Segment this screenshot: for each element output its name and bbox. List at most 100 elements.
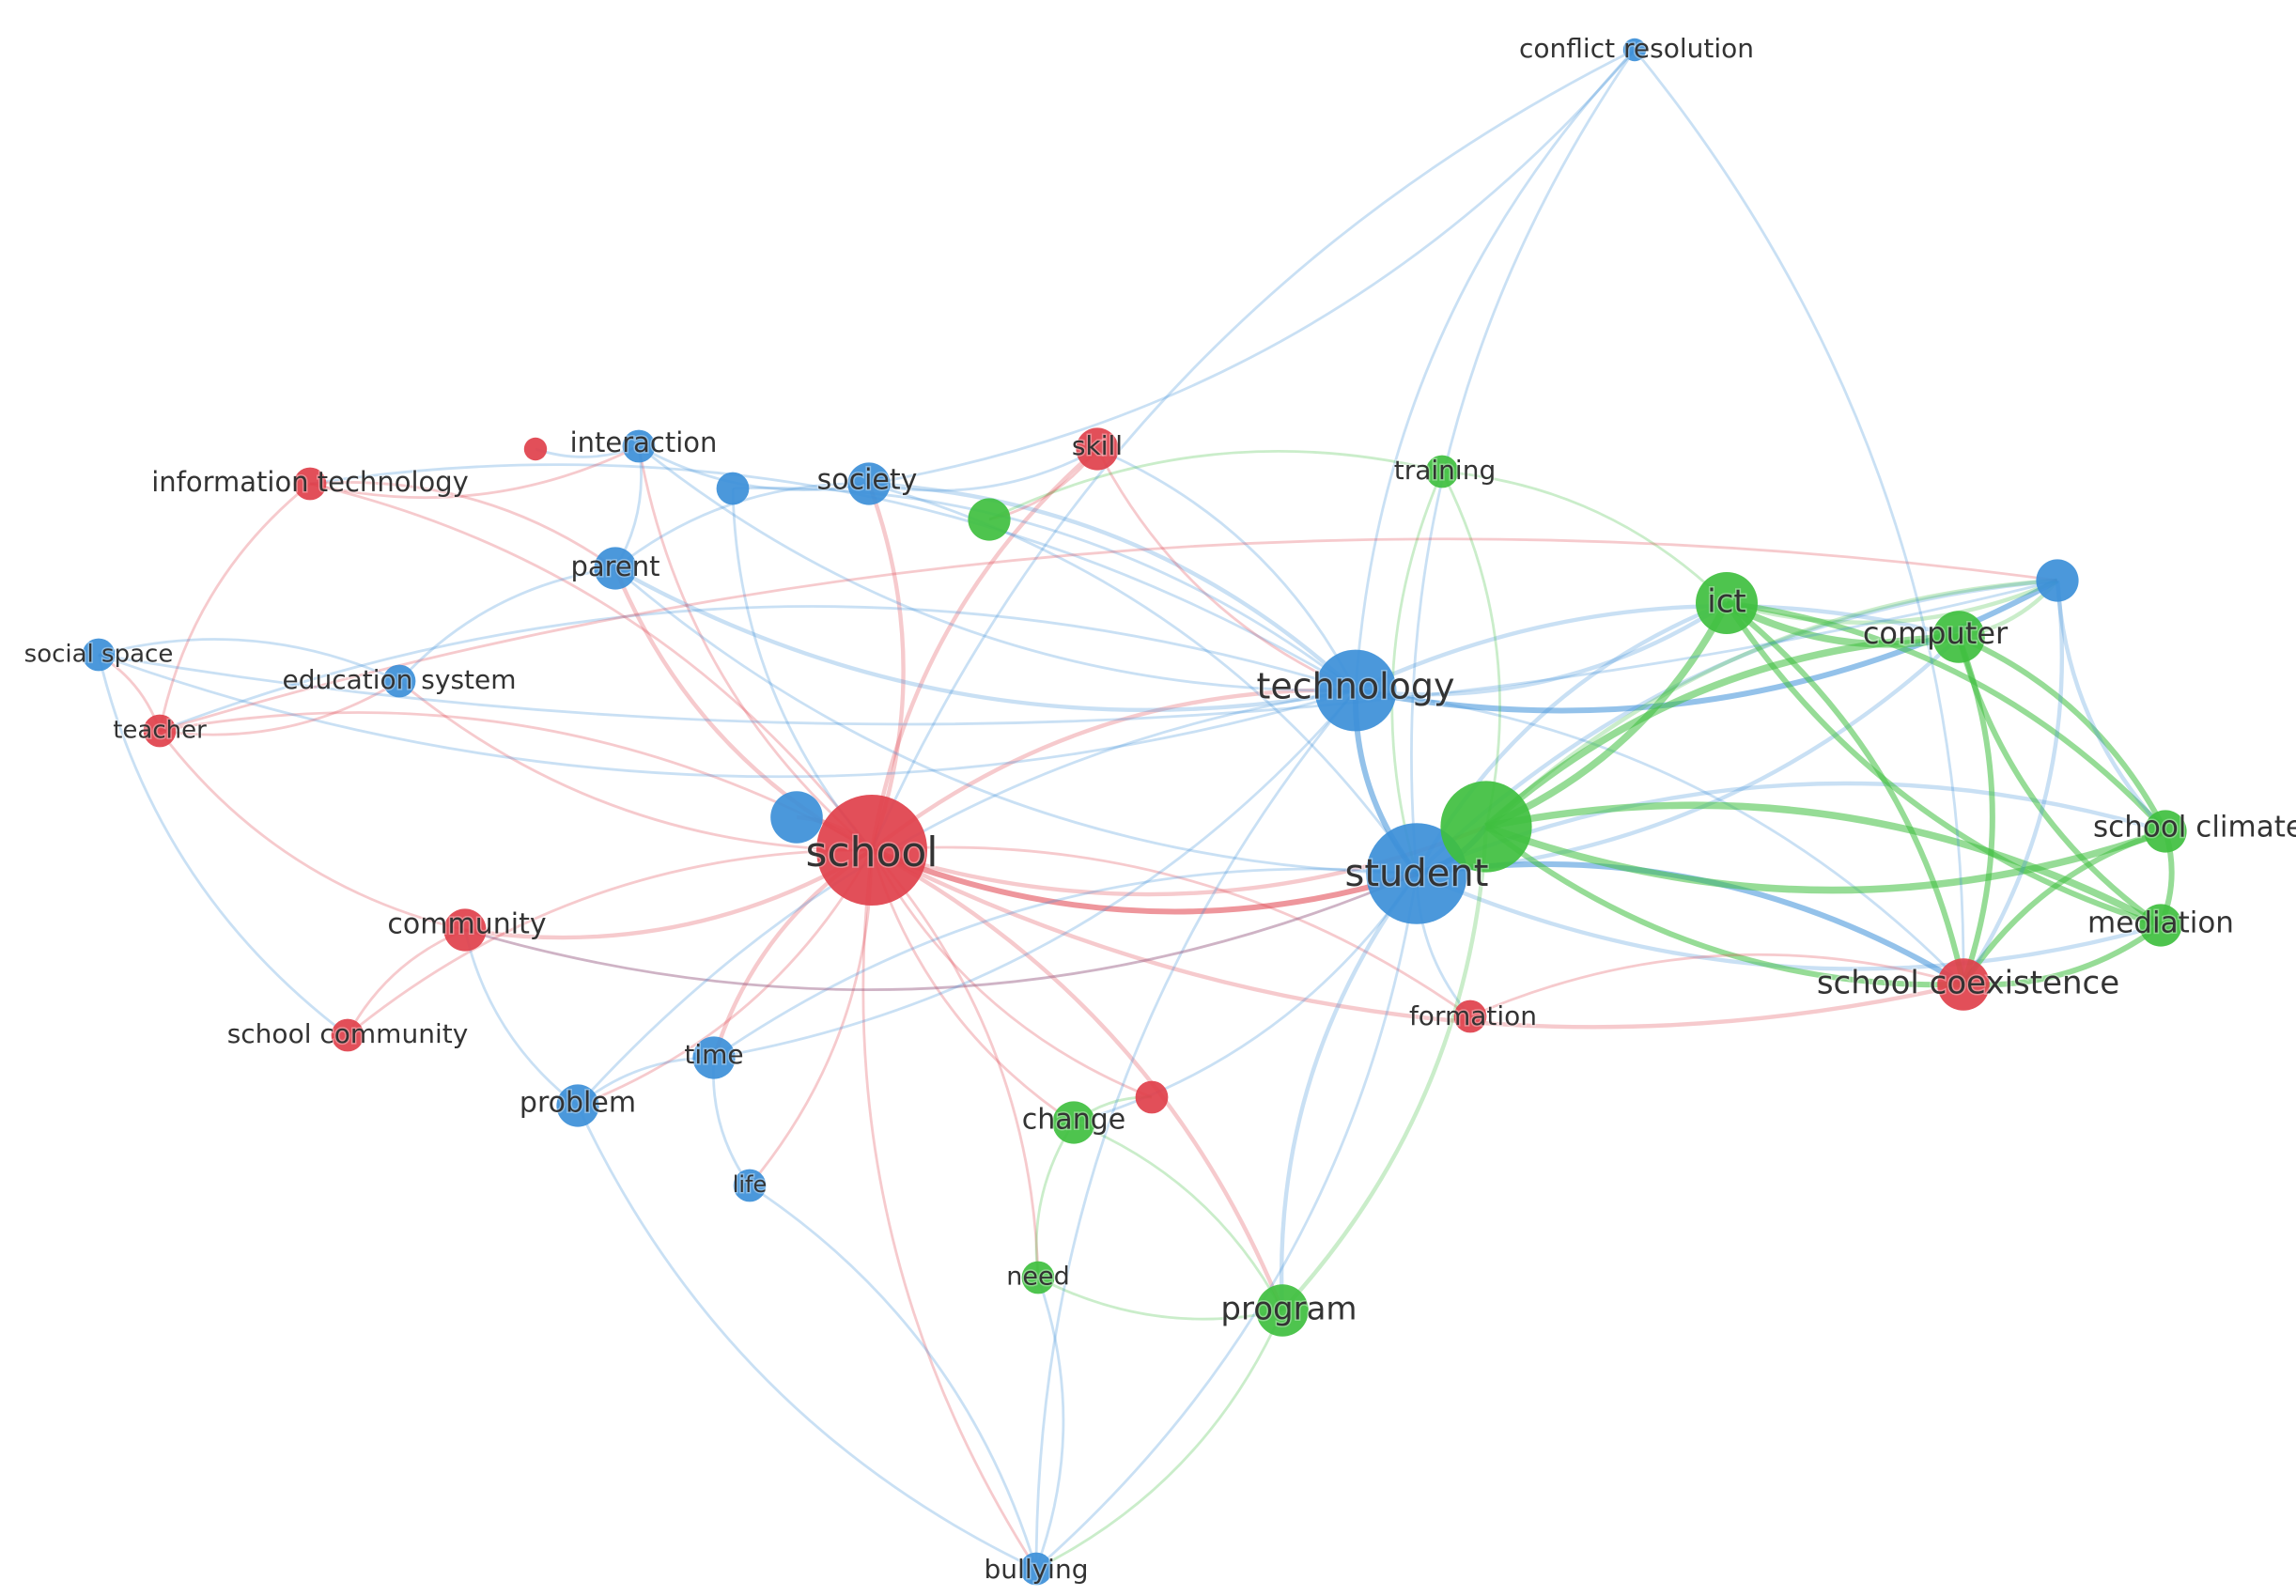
edge-technology-skill [1096, 447, 1357, 691]
edge-green-hub-ict [1484, 601, 1730, 830]
edge-school-teacher [159, 711, 873, 852]
node-training[interactable] [1425, 455, 1459, 488]
edge-change-need [1034, 1122, 1076, 1278]
node-society[interactable] [847, 462, 891, 505]
node-mediation[interactable] [2139, 904, 2182, 947]
edge-school-need [870, 849, 1040, 1278]
edge-technology-social-space [98, 653, 1357, 779]
node-computer[interactable] [1932, 611, 1985, 663]
edge-blue-right-school-climate [2055, 580, 2167, 833]
node-blue-top[interactable] [716, 472, 750, 505]
edge-conflict-resolution-society [868, 49, 1637, 486]
node-bullying[interactable] [1019, 1552, 1053, 1586]
edge-ict-school-climate [1726, 600, 2168, 834]
node-school-coexistence[interactable] [1937, 958, 1990, 1011]
label-interaction: interaction [570, 426, 718, 458]
edge-problem-community [463, 929, 579, 1108]
edge-computer-school-climate [1957, 634, 2168, 833]
node-time[interactable] [692, 1036, 736, 1079]
label-bullying: bullying [985, 1554, 1089, 1585]
edge-skill-technology [1095, 448, 1357, 692]
label-education-system: education system [282, 664, 516, 695]
edge-conflict-resolution-school-coexistence [1633, 49, 1965, 985]
edge-society-skill [868, 447, 1098, 492]
edge-bullying-technology [1034, 690, 1357, 1570]
edge-ict-school-coexistence [1725, 600, 1966, 985]
label-training: training [1394, 455, 1496, 486]
node-parent[interactable] [594, 547, 637, 590]
label-computer: computer [1863, 615, 2009, 651]
edge-education-system-parent [397, 566, 616, 682]
node-problem[interactable] [556, 1084, 599, 1127]
label-parent: parent [570, 550, 659, 582]
node-education-system[interactable] [382, 664, 416, 698]
node-green-top[interactable] [968, 498, 1011, 541]
edge-social-space-education-system [98, 638, 400, 683]
node-community[interactable] [443, 908, 487, 952]
edge-technology-computer [1355, 604, 1960, 692]
node-formation[interactable] [1453, 999, 1487, 1033]
node-red-small[interactable] [1135, 1080, 1169, 1114]
edge-green-hub-school-climate [1484, 823, 2167, 894]
node-conflict-resolution[interactable] [1622, 38, 1647, 62]
edge-teacher-education-system [159, 679, 400, 736]
edge-school-information-technology [309, 482, 874, 851]
node-blue-right[interactable] [2036, 559, 2079, 602]
edge-problem-technology [576, 689, 1357, 1107]
label-problem: problem [520, 1087, 636, 1120]
node-program[interactable] [1256, 1284, 1309, 1337]
node-interaction[interactable] [622, 429, 656, 463]
edge-time-technology [713, 690, 1357, 1060]
edge-green-hub-school-coexistence [1484, 824, 1964, 988]
edge-community-teacher [158, 730, 466, 932]
edge-student-program [1279, 872, 1419, 1311]
edge-training-student [1390, 471, 1444, 875]
edge-computer-school-coexistence [1956, 635, 1995, 985]
edge-program-change [1073, 1121, 1284, 1311]
edge-interaction-society [638, 444, 870, 491]
edge-technology-teacher [159, 605, 1357, 733]
edge-mediation-school-coexistence [1962, 922, 2163, 988]
label-school-climate: school climate [2093, 811, 2296, 844]
edge-blue-right-school-coexistence [1962, 580, 2065, 986]
label-teacher: teacher [113, 717, 207, 745]
node-school-climate[interactable] [2144, 810, 2187, 853]
node-information-technology[interactable] [293, 467, 327, 501]
node-change[interactable] [1052, 1101, 1095, 1144]
node-school[interactable] [816, 795, 927, 906]
label-school-coexistence: school coexistence [1817, 965, 2119, 1002]
edge-ict-blue-right [1726, 578, 2058, 626]
label-information-technology: information technology [151, 466, 469, 498]
edge-technology-school-coexistence [1355, 689, 1965, 985]
edge-school-community [464, 848, 874, 940]
label-need: need [1006, 1263, 1069, 1292]
label-change: change [1022, 1104, 1125, 1137]
edge-school-education-system [398, 679, 873, 852]
edge-green-hub-training [1440, 471, 1501, 828]
node-skill[interactable] [1076, 427, 1119, 471]
edge-school-technology [870, 688, 1357, 852]
node-school-community[interactable] [331, 1018, 365, 1052]
node-technology[interactable] [1314, 649, 1397, 732]
node-green-hub[interactable] [1440, 781, 1532, 873]
node-red-top[interactable] [523, 437, 548, 461]
edge-ict-mediation [1724, 601, 2162, 928]
node-social-space[interactable] [82, 638, 116, 672]
label-student: student [1345, 852, 1489, 895]
node-blue-near-school[interactable] [770, 791, 823, 844]
node-student[interactable] [1366, 823, 1467, 924]
edge-school-student [870, 847, 1418, 915]
node-need[interactable] [1021, 1261, 1055, 1294]
label-society: society [817, 464, 918, 497]
node-teacher[interactable] [143, 714, 177, 748]
edge-technology-interaction [638, 444, 1357, 692]
node-life[interactable] [733, 1169, 767, 1202]
edge-bullying-life [749, 1184, 1038, 1570]
edge-bullying-need [1034, 1277, 1065, 1570]
edge-green-hub-mediation [1485, 801, 2163, 929]
node-ict[interactable] [1696, 572, 1758, 634]
label-conflict-resolution: conflict resolution [1519, 33, 1754, 64]
edge-social-space-school-community [97, 654, 349, 1037]
edge-bullying-student [1035, 873, 1419, 1571]
